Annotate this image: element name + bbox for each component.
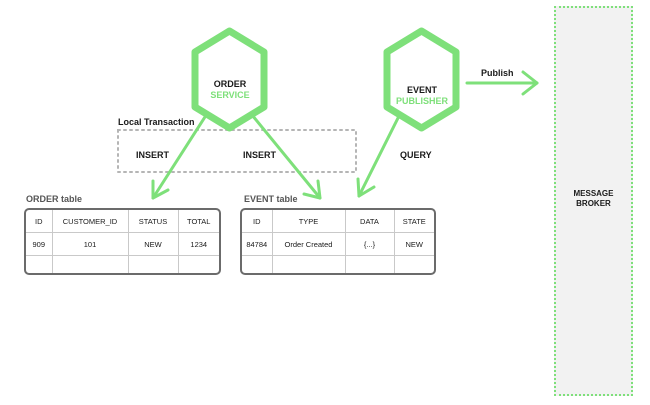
- empty-cell: [128, 255, 179, 273]
- order-table-header-customer-id: CUSTOMER_ID: [52, 210, 129, 233]
- order-service-line2: SERVICE: [210, 90, 250, 100]
- message-broker-line2: BROKER: [576, 199, 611, 208]
- event-publisher-hexagon: [383, 27, 460, 132]
- order-table-cell: 101: [52, 232, 129, 256]
- event-table-header-state: STATE: [394, 210, 434, 233]
- arrow-head-order-table: [151, 179, 170, 200]
- order-service-hexagon: [191, 27, 268, 132]
- table-row-empty: [26, 255, 219, 274]
- arrow-head-event-table-query: [356, 177, 376, 198]
- empty-cell: [52, 255, 129, 273]
- arrow-order-to-event-table: [241, 102, 322, 200]
- insert-event-label: INSERT: [243, 150, 277, 160]
- order-table-header-total: TOTAL: [178, 210, 219, 233]
- event-table-cell: {...}: [345, 232, 395, 256]
- order-table-header-id: ID: [26, 210, 53, 233]
- event-table-header-type: TYPE: [272, 210, 346, 233]
- empty-cell: [242, 255, 273, 273]
- event-publisher-line1: EVENT: [406, 85, 437, 95]
- order-table-caption: ORDER table: [26, 194, 83, 204]
- arrow-head-publish: [521, 70, 539, 96]
- event-table-header-id: ID: [242, 210, 273, 233]
- table-row-empty: [242, 255, 434, 274]
- order-table-cell: NEW: [128, 232, 179, 256]
- order-table-cell: 909: [26, 232, 53, 256]
- event-table-caption: EVENT table: [244, 194, 298, 204]
- query-label: QUERY: [400, 150, 432, 160]
- order-service-label: ORDER SERVICE: [190, 79, 270, 101]
- table-row: 909 101 NEW 1234: [26, 232, 219, 256]
- publish-label: Publish: [481, 68, 514, 78]
- event-table-cell: Order Created: [272, 232, 346, 256]
- empty-cell: [26, 255, 53, 273]
- message-broker-line1: MESSAGE: [573, 189, 614, 198]
- order-table-header-status: STATUS: [128, 210, 179, 233]
- order-table: ID CUSTOMER_ID STATUS TOTAL 909 101 NEW …: [24, 208, 221, 275]
- table-row: 84784 Order Created {...} NEW: [242, 232, 434, 256]
- event-publisher-label: EVENT PUBLISHER: [382, 85, 462, 107]
- arrow-head-event-table-insert: [302, 179, 322, 200]
- local-transaction-box: [117, 129, 357, 173]
- event-table-header-data: DATA: [345, 210, 395, 233]
- event-table-cell: NEW: [394, 232, 434, 256]
- empty-cell: [394, 256, 434, 274]
- local-transaction-label: Local Transaction: [118, 117, 195, 127]
- message-broker-label: MESSAGE BROKER: [554, 189, 633, 209]
- order-service-line1: ORDER: [213, 79, 247, 89]
- empty-cell: [272, 255, 346, 273]
- message-broker-box: [554, 6, 633, 396]
- arrow-publisher-to-event-table: [357, 108, 404, 198]
- insert-order-label: INSERT: [136, 150, 170, 160]
- event-table-cell: 84784: [242, 232, 273, 256]
- event-publisher-line2: PUBLISHER: [395, 96, 448, 106]
- empty-cell: [178, 256, 219, 274]
- empty-cell: [345, 255, 395, 273]
- order-table-cell: 1234: [178, 232, 219, 256]
- arrow-order-to-order-table: [151, 104, 214, 200]
- event-table: ID TYPE DATA STATE 84784 Order Created {…: [240, 208, 436, 275]
